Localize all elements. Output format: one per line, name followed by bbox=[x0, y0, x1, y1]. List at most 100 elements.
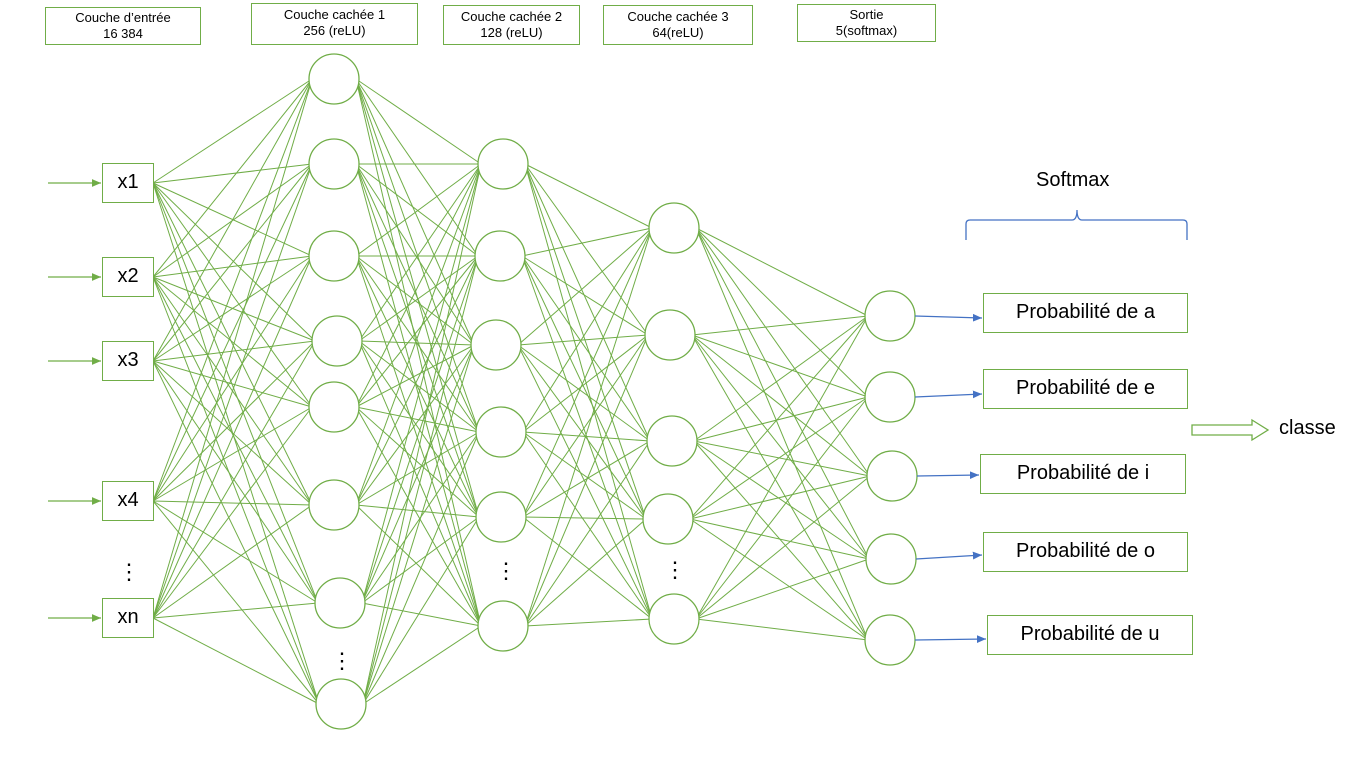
hidden2-header: Couche cachée 2 128 (reLU) bbox=[443, 5, 580, 45]
input-xn: xn bbox=[102, 598, 154, 638]
edge-hidden2-hidden3 bbox=[521, 227, 653, 257]
edge-hidden1-hidden2 bbox=[358, 340, 480, 518]
edge-hidden2-hidden3 bbox=[522, 440, 651, 518]
hidden2-neuron bbox=[475, 406, 527, 458]
edge-input-hidden1 bbox=[152, 78, 313, 619]
edge-input-hidden1 bbox=[152, 276, 320, 705]
edge-hidden1-hidden2 bbox=[355, 504, 482, 627]
output-arrow bbox=[915, 551, 983, 560]
edge-input-hidden1 bbox=[152, 504, 313, 619]
edge-hidden1-hidden2 bbox=[362, 163, 482, 705]
hidden2-neuron bbox=[474, 230, 526, 282]
edge-hidden2-hidden3 bbox=[522, 516, 653, 620]
hidden2-ellipsis: ⋮ bbox=[495, 558, 517, 583]
prob-o-box: Probabilité de o bbox=[983, 532, 1188, 572]
edge-input-hidden1 bbox=[152, 182, 319, 604]
edge-hidden3-output bbox=[695, 558, 870, 620]
edge-hidden2-hidden3 bbox=[522, 431, 651, 442]
edge-hidden3-output bbox=[691, 334, 869, 398]
hidden3-neuron bbox=[644, 309, 696, 361]
hidden1-title: Couche cachée 1 bbox=[283, 7, 386, 22]
edge-hidden1-hidden2 bbox=[355, 255, 479, 506]
edge-hidden1-hidden2 bbox=[355, 163, 480, 433]
edge-hidden1-hidden2 bbox=[355, 78, 482, 165]
output-title: Sortie bbox=[849, 7, 884, 22]
hidden3-ellipsis: ⋮ bbox=[664, 557, 686, 582]
hidden2-neuron bbox=[477, 600, 529, 652]
input-x3: x3 bbox=[102, 341, 154, 381]
edge-input-hidden1 bbox=[152, 182, 313, 506]
edge-input-hidden1 bbox=[152, 182, 316, 342]
edge-hidden1-hidden2 bbox=[355, 78, 479, 257]
edge-hidden1-hidden2 bbox=[361, 602, 482, 627]
prob-u-box: Probabilité de u bbox=[987, 615, 1193, 655]
edge-input-hidden1 bbox=[152, 255, 313, 362]
edge-hidden3-output bbox=[693, 440, 869, 641]
edge-input-hidden1 bbox=[152, 78, 313, 362]
hidden3-neuron bbox=[648, 202, 700, 254]
hidden1-neuron bbox=[308, 138, 360, 190]
edge-hidden3-output bbox=[689, 518, 869, 641]
prob-a-box: Probabilité de a bbox=[983, 293, 1188, 333]
neurons bbox=[308, 53, 918, 730]
edge-hidden3-output bbox=[691, 315, 869, 336]
edge-hidden2-hidden3 bbox=[524, 518, 647, 627]
edge-hidden3-output bbox=[695, 227, 871, 477]
edge-input-hidden1 bbox=[152, 406, 313, 619]
softmax-label: Softmax bbox=[1036, 169, 1110, 191]
edge-hidden1-hidden2 bbox=[355, 163, 480, 518]
edge-hidden3-output bbox=[693, 315, 869, 442]
edge-input-hidden1 bbox=[152, 340, 316, 619]
input-ellipsis: ⋮ bbox=[118, 559, 140, 584]
edge-hidden2-hidden3 bbox=[522, 227, 653, 433]
edge-input-hidden1 bbox=[152, 360, 319, 604]
edge-hidden2-hidden3 bbox=[517, 344, 653, 620]
edge-input-hidden1 bbox=[152, 406, 313, 502]
edge-hidden3-output bbox=[695, 227, 869, 317]
edge-hidden2-hidden3 bbox=[524, 334, 649, 627]
edge-input-hidden1 bbox=[152, 360, 313, 506]
edge-hidden1-hidden2 bbox=[355, 255, 480, 433]
edge-hidden2-hidden3 bbox=[524, 440, 651, 627]
edge-hidden1-hidden2 bbox=[355, 406, 480, 518]
edge-input-hidden1 bbox=[152, 500, 319, 604]
arrows bbox=[48, 179, 987, 644]
hidden3-size: 64(reLU) bbox=[652, 25, 704, 40]
edge-hidden3-output bbox=[689, 518, 870, 560]
hidden1-neuron bbox=[315, 678, 367, 730]
edge-input-hidden1 bbox=[152, 163, 313, 619]
edge-input-hidden1 bbox=[152, 182, 320, 705]
edge-hidden3-output bbox=[689, 475, 871, 520]
edge-hidden2-hidden3 bbox=[517, 344, 647, 520]
edge-input-hidden1 bbox=[152, 276, 316, 342]
edge-input-hidden1 bbox=[152, 500, 313, 506]
hidden2-neuron bbox=[475, 491, 527, 543]
edge-hidden3-output bbox=[695, 315, 869, 620]
edge-hidden2-hidden3 bbox=[517, 344, 651, 442]
edge-hidden3-output bbox=[693, 396, 869, 442]
hidden3-title: Couche cachée 3 bbox=[627, 9, 729, 24]
edge-hidden1-hidden2 bbox=[355, 344, 475, 408]
output-size: 5(softmax) bbox=[835, 23, 898, 38]
hidden2-neuron bbox=[470, 319, 522, 371]
input-layer-title: Couche d’entrée bbox=[75, 10, 171, 25]
edge-hidden1-hidden2 bbox=[355, 78, 482, 627]
edge-hidden2-hidden3 bbox=[521, 255, 653, 620]
hidden1-header: Couche cachée 1 256 (reLU) bbox=[251, 3, 418, 45]
edge-input-hidden1 bbox=[152, 78, 313, 278]
edge-hidden1-hidden2 bbox=[355, 163, 482, 257]
edge-input-hidden1 bbox=[152, 360, 313, 408]
edge-input-hidden1 bbox=[152, 276, 313, 408]
output-arrow bbox=[914, 635, 987, 644]
edge-hidden1-hidden2 bbox=[355, 163, 475, 346]
edge-input-hidden1 bbox=[152, 255, 313, 278]
edge-hidden1-hidden2 bbox=[361, 255, 479, 604]
edge-hidden1-hidden2 bbox=[355, 406, 482, 627]
class-arrow bbox=[1191, 418, 1270, 442]
hidden1-neuron bbox=[308, 53, 360, 105]
edge-input-hidden1 bbox=[152, 340, 316, 502]
hidden3-neuron bbox=[642, 493, 694, 545]
edge-hidden1-hidden2 bbox=[355, 163, 482, 408]
input-x2: x2 bbox=[102, 257, 154, 297]
edge-hidden3-output bbox=[695, 618, 869, 641]
